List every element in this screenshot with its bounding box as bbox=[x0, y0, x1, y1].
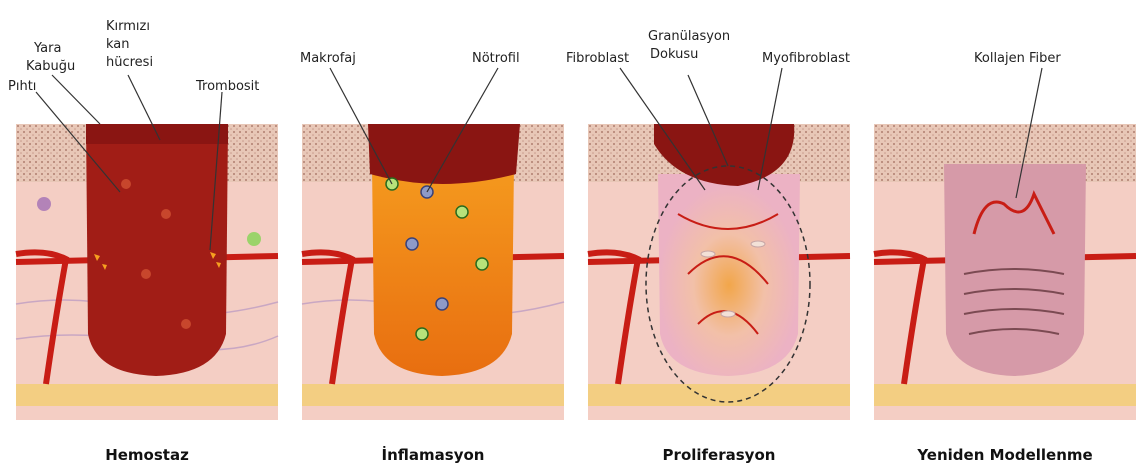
scab bbox=[368, 124, 520, 184]
clot bbox=[86, 124, 228, 376]
cell-icon bbox=[37, 197, 51, 211]
inflamed-tissue bbox=[372, 164, 514, 376]
cell-icon bbox=[247, 232, 261, 246]
label-yara: Yara bbox=[33, 41, 61, 56]
neutrophil bbox=[416, 328, 428, 340]
red-blood-cell bbox=[141, 269, 151, 279]
label-kirmizi: Kırmızı bbox=[106, 19, 150, 34]
red-blood-cell bbox=[121, 179, 131, 189]
label-trombosit: Trombosit bbox=[195, 79, 259, 94]
macrophage bbox=[406, 238, 418, 250]
label-granulasyon: Granülasyon bbox=[648, 29, 730, 44]
neutrophil bbox=[476, 258, 488, 270]
neutrophil bbox=[456, 206, 468, 218]
label-fibroblast: Fibroblast bbox=[566, 51, 629, 66]
granulation-tissue bbox=[658, 174, 800, 376]
label-pihti: Pıhtı bbox=[8, 79, 36, 94]
myofibroblast bbox=[751, 241, 765, 247]
red-blood-cell bbox=[181, 319, 191, 329]
label-hucresi: hücresi bbox=[106, 55, 153, 70]
label-dokusu: Dokusu bbox=[650, 47, 698, 62]
label-notrofil: Nötrofil bbox=[472, 51, 520, 66]
fat-layer bbox=[874, 384, 1136, 406]
fibroblast bbox=[701, 251, 715, 257]
fibroblast bbox=[721, 311, 735, 317]
caption-yeniden-modellenme: Yeniden Modellenme bbox=[916, 446, 1092, 464]
caption-proliferasyon: Proliferasyon bbox=[663, 446, 776, 464]
caption-hemostaz: Hemostaz bbox=[105, 446, 189, 464]
label-makrofaj: Makrofaj bbox=[300, 51, 356, 66]
label-kabugu: Kabuğu bbox=[26, 59, 75, 74]
panel-yeniden-modellenme bbox=[874, 124, 1136, 420]
panel-inflamasyon bbox=[302, 124, 564, 420]
caption-inflamasyon: İnflamasyon bbox=[382, 445, 485, 464]
fat-layer bbox=[302, 384, 564, 406]
panel-proliferasyon bbox=[588, 124, 850, 420]
fat-layer bbox=[16, 384, 278, 406]
red-blood-cell bbox=[161, 209, 171, 219]
label-kan: kan bbox=[106, 37, 130, 52]
macrophage bbox=[436, 298, 448, 310]
label-kollajen-fiber: Kollajen Fiber bbox=[974, 51, 1061, 66]
panel-hemostaz bbox=[16, 124, 278, 420]
fat-layer bbox=[588, 384, 850, 406]
label-myofibroblast: Myofibroblast bbox=[762, 51, 850, 66]
